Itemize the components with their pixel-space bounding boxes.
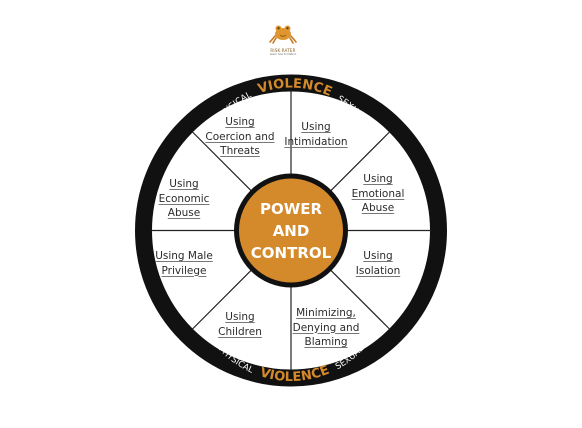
segment-label-emotional-abuse: Using Emotional Abuse [351, 173, 405, 214]
frog-icon [269, 25, 297, 44]
hub-line-1: POWER [260, 200, 323, 218]
spoke-line [330, 131, 391, 192]
hub-line-3: CONTROL [251, 244, 332, 262]
segment-label-intimidation: Using Intimidation [284, 121, 348, 148]
segment-label-minimizing: Minimizing, Denying and Blaming [292, 307, 360, 348]
logo: RISK RATER Learn how to Date it [260, 22, 306, 56]
segment-label-isolation: Using Isolation [355, 250, 401, 277]
hub-line-2: AND [273, 222, 310, 240]
violence-ring [135, 74, 447, 387]
spoke-line [330, 269, 391, 330]
segment-label-coercion-threats: Using Coercion and Threats [205, 116, 275, 157]
segment-label-children: Using Children [218, 311, 262, 338]
segment-label-male-privilege: Using Male Privilege [155, 250, 213, 277]
hub-circle [239, 178, 343, 283]
logo-tagline: Learn how to Date it [269, 53, 297, 56]
segment-label-economic-abuse: Using Economic Abuse [158, 178, 210, 219]
spokes [151, 90, 431, 371]
spoke-line [191, 131, 252, 192]
spoke-line [191, 269, 252, 330]
logo-name: RISK RATER [270, 48, 296, 53]
